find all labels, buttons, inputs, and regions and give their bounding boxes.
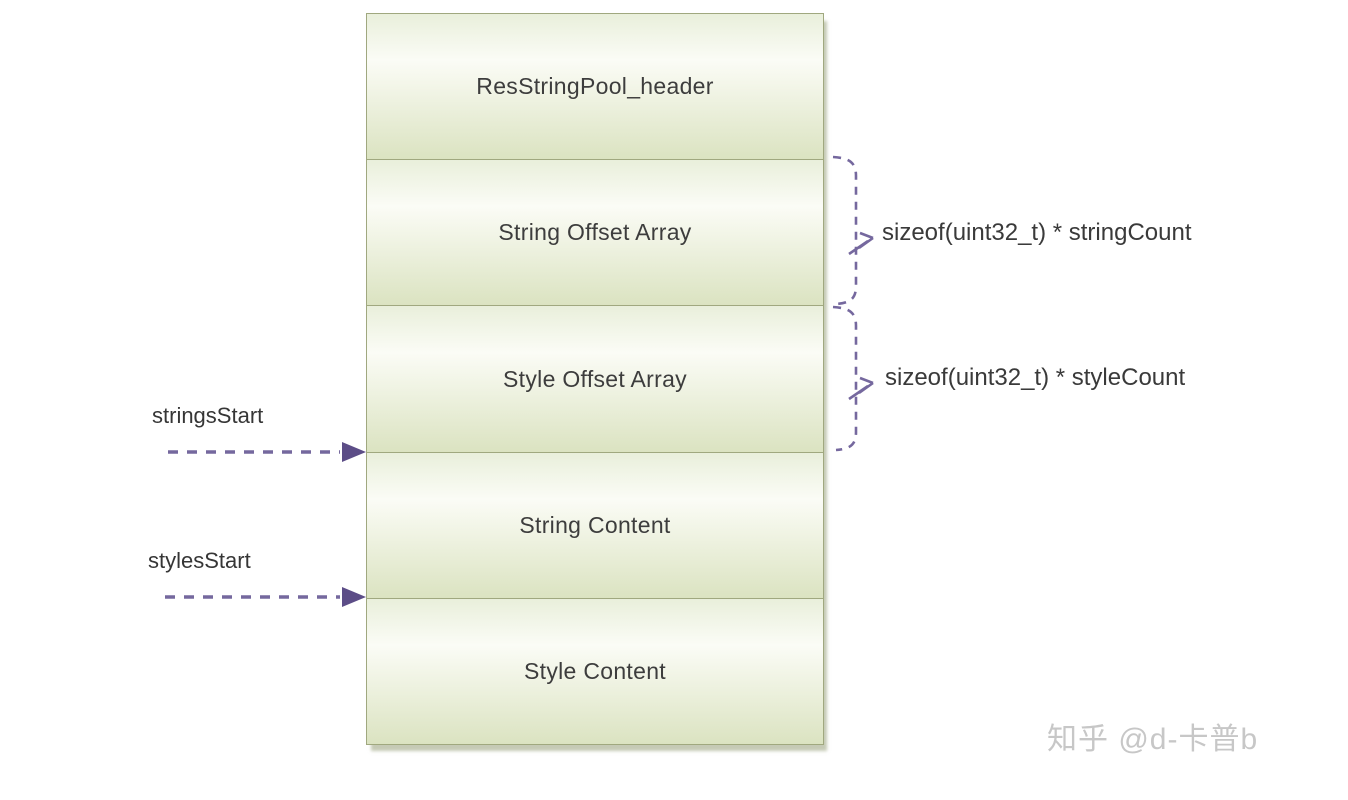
- box-string-content: String Content: [367, 451, 823, 598]
- box-label: String Offset Array: [498, 219, 692, 246]
- styles-start-dashed-arrow-icon: [165, 587, 366, 607]
- styles-start-label: stylesStart: [148, 548, 251, 573]
- string-count-size-annotation: sizeof(uint32_t) * stringCount: [882, 219, 1192, 246]
- box-resstringpool-header: ResStringPool_header: [367, 14, 823, 160]
- box-label: Style Content: [524, 657, 666, 684]
- box-label: ResStringPool_header: [476, 73, 714, 100]
- box-label: String Content: [519, 511, 671, 538]
- box-label: Style Offset Array: [503, 365, 687, 392]
- strings-start-dashed-arrow-icon: [168, 442, 366, 462]
- box-style-content: Style Content: [367, 597, 823, 745]
- watermark: 知乎 @d-卡普b: [1047, 723, 1259, 756]
- box-style-offset-array: Style Offset Array: [367, 305, 823, 452]
- box-string-offset-array: String Offset Array: [367, 159, 823, 306]
- style-offset-brace-icon: [832, 305, 874, 452]
- strings-start-label: stringsStart: [152, 403, 264, 428]
- style-count-size-annotation: sizeof(uint32_t) * styleCount: [885, 364, 1186, 391]
- string-offset-brace-icon: [832, 155, 874, 306]
- memory-layout-stack: ResStringPool_header String Offset Array…: [366, 13, 824, 745]
